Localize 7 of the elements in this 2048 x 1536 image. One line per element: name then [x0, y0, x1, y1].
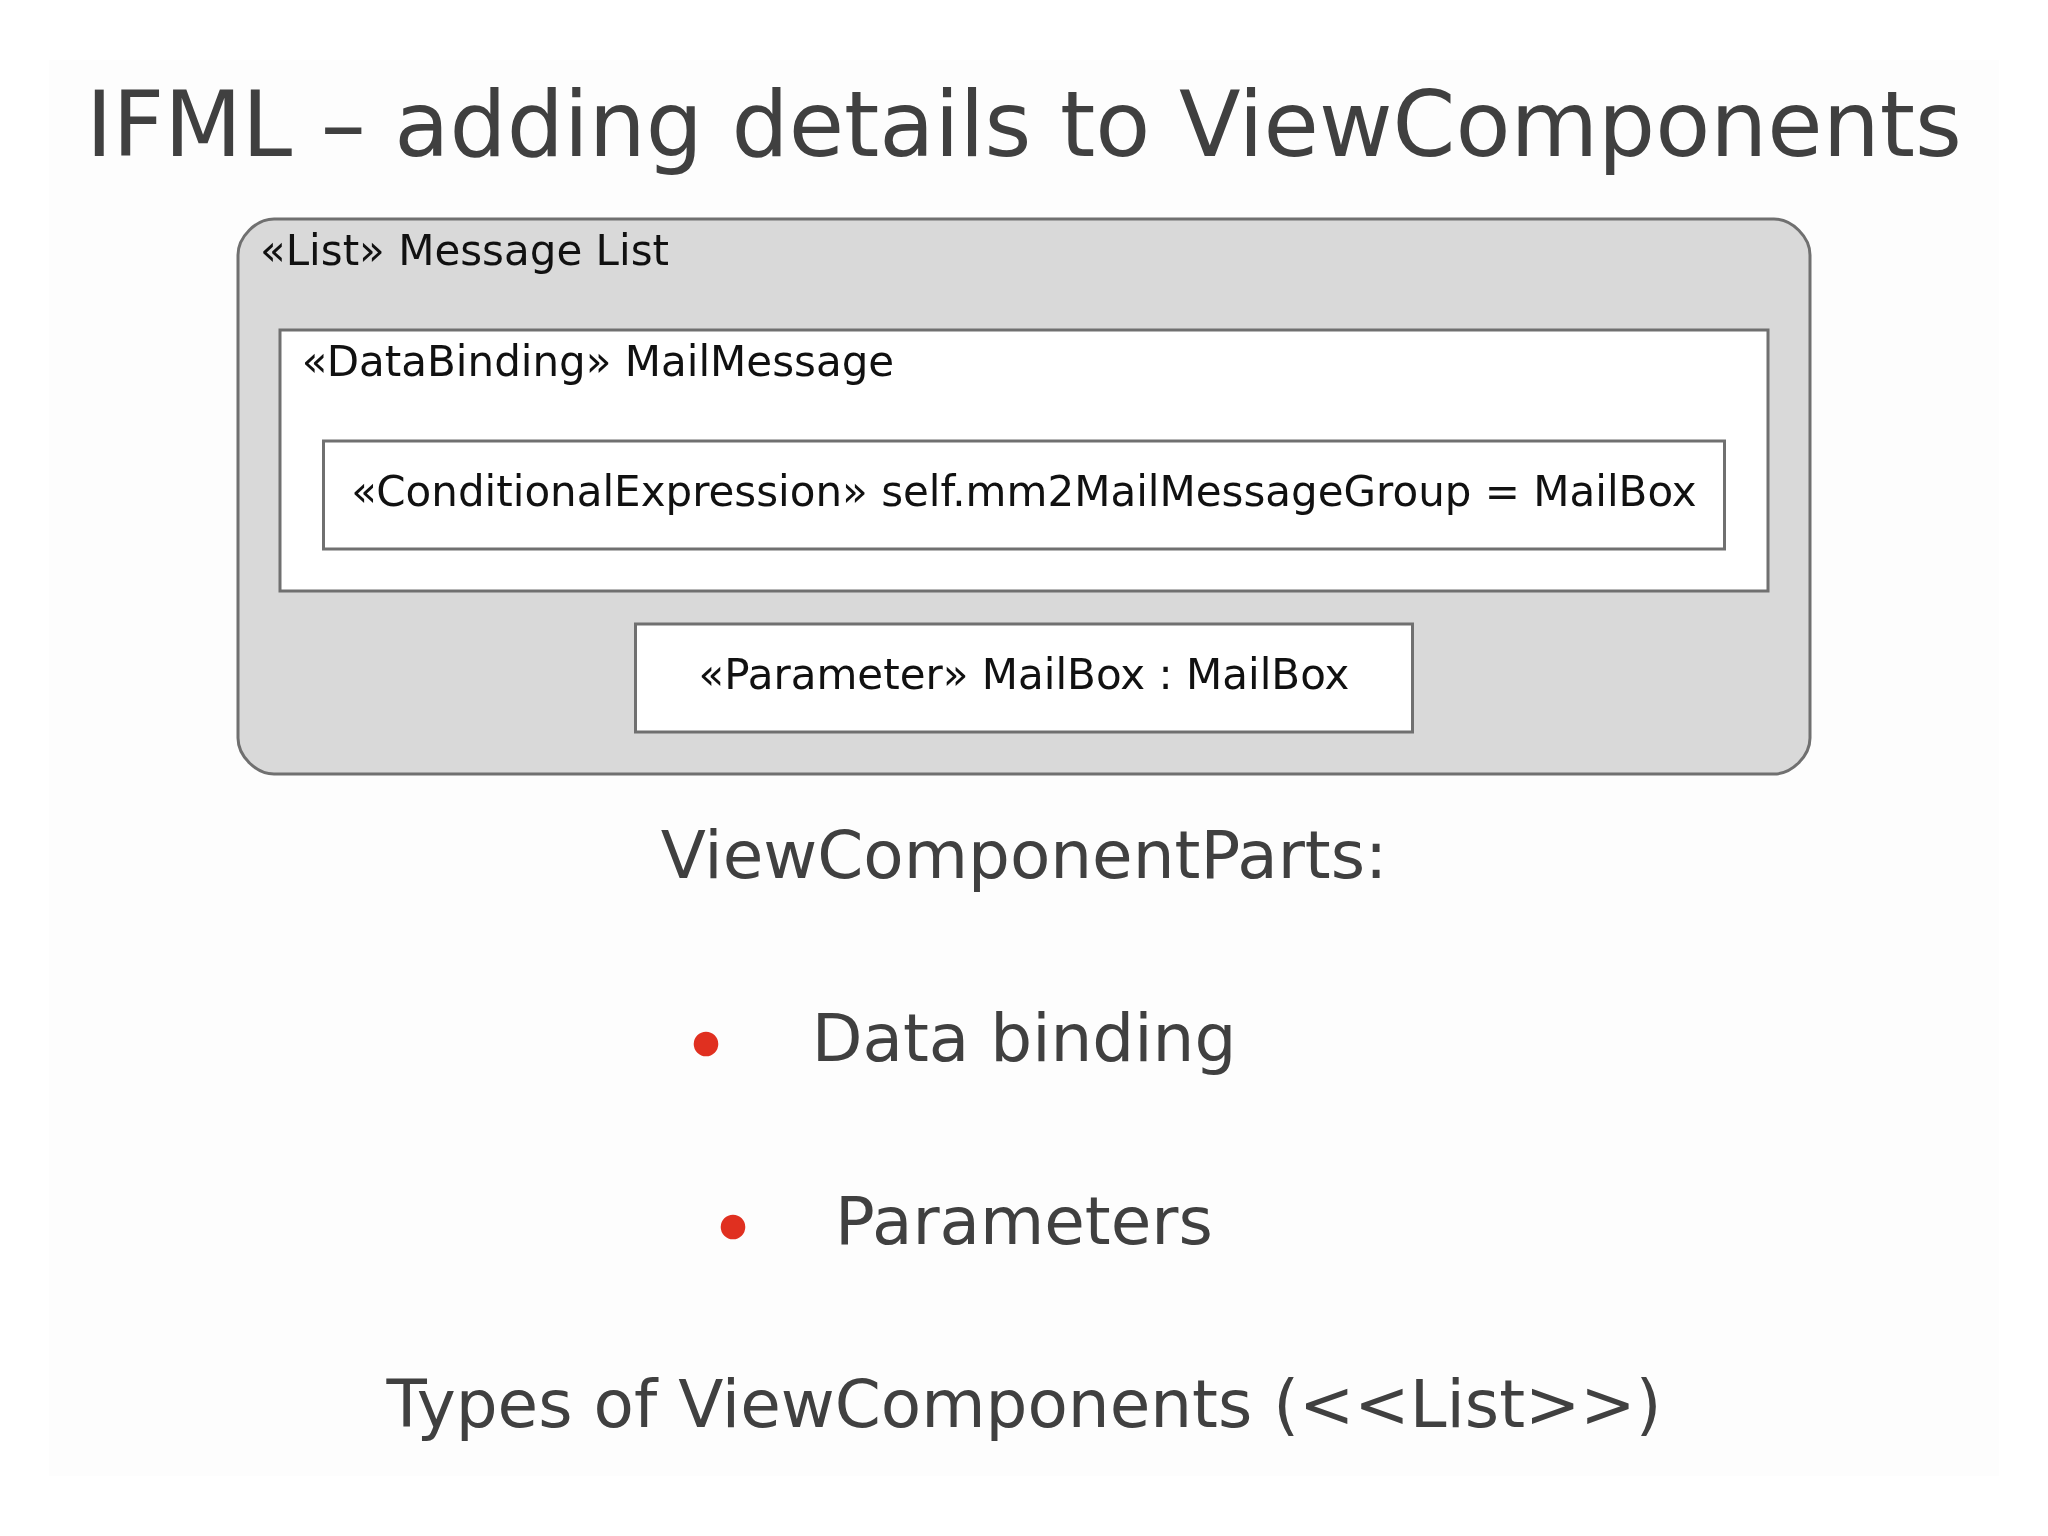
label: Types of ViewComponents (<<List>>)	[386, 1365, 1662, 1443]
node-box: «ConditionalExpression» self.mm2MailMessageGroup = MailBox	[322, 439, 1726, 551]
label: ViewComponentParts:	[660, 816, 1388, 894]
label: Data binding	[811, 999, 1237, 1077]
node-box: «Parameter» MailBox : MailBox	[634, 622, 1414, 734]
label: Parameters	[835, 1182, 1213, 1260]
diagram-title: IFML – adding details to ViewComponents	[86, 72, 1962, 177]
